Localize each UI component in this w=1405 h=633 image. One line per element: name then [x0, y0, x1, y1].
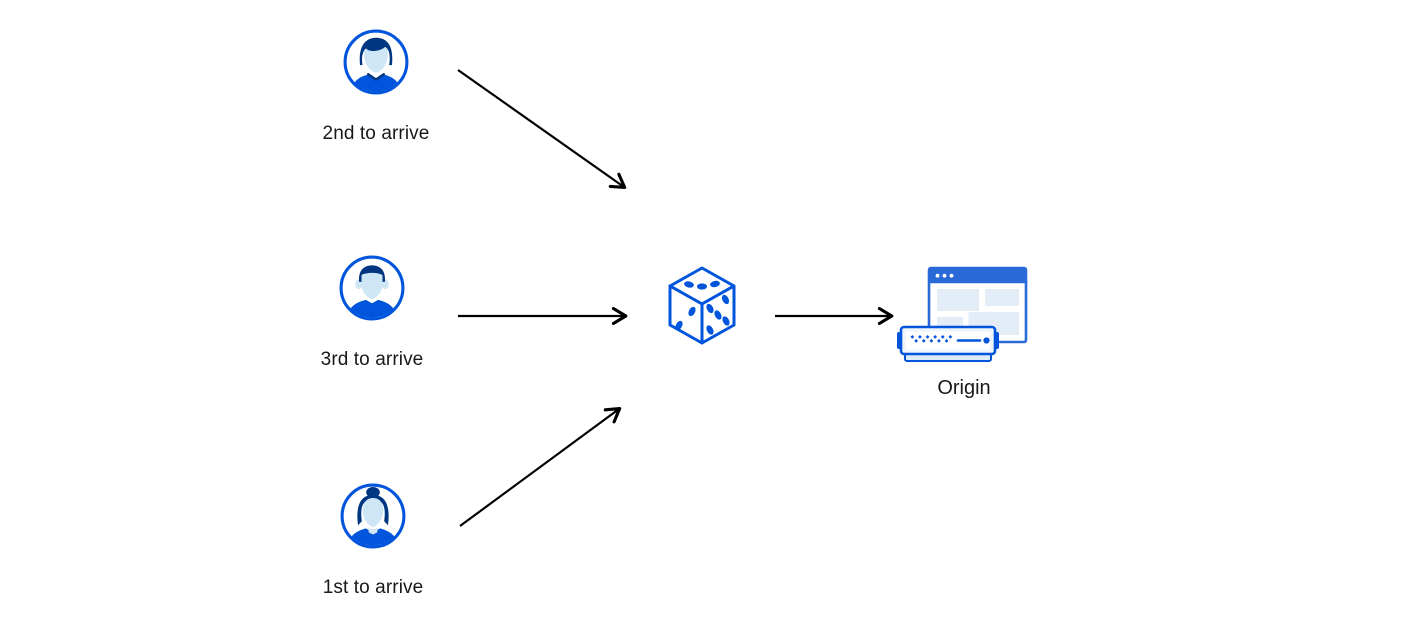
dice-icon — [666, 265, 738, 347]
arrow-2nd-to-dice — [457, 69, 627, 190]
male-user-avatar — [343, 29, 409, 95]
dice-pips — [675, 280, 730, 335]
client-label: 1st to arrive — [322, 577, 424, 598]
client-3rd-to-arrive: 3rd to arrive — [297, 254, 447, 371]
server-icon — [897, 325, 999, 362]
origin-node: Origin — [896, 262, 1032, 412]
origin-server-browser-icon — [897, 266, 1028, 362]
female-user-avatar — [340, 483, 406, 549]
male-user-avatar — [339, 255, 405, 321]
client-label: 2nd to arrive — [322, 123, 430, 144]
client-2nd-to-arrive: 2nd to arrive — [301, 28, 451, 145]
arrow-1st-to-dice — [459, 406, 622, 527]
client-1st-to-arrive: 1st to arrive — [298, 482, 448, 599]
origin-label: Origin — [937, 377, 991, 399]
client-label: 3rd to arrive — [320, 349, 424, 370]
